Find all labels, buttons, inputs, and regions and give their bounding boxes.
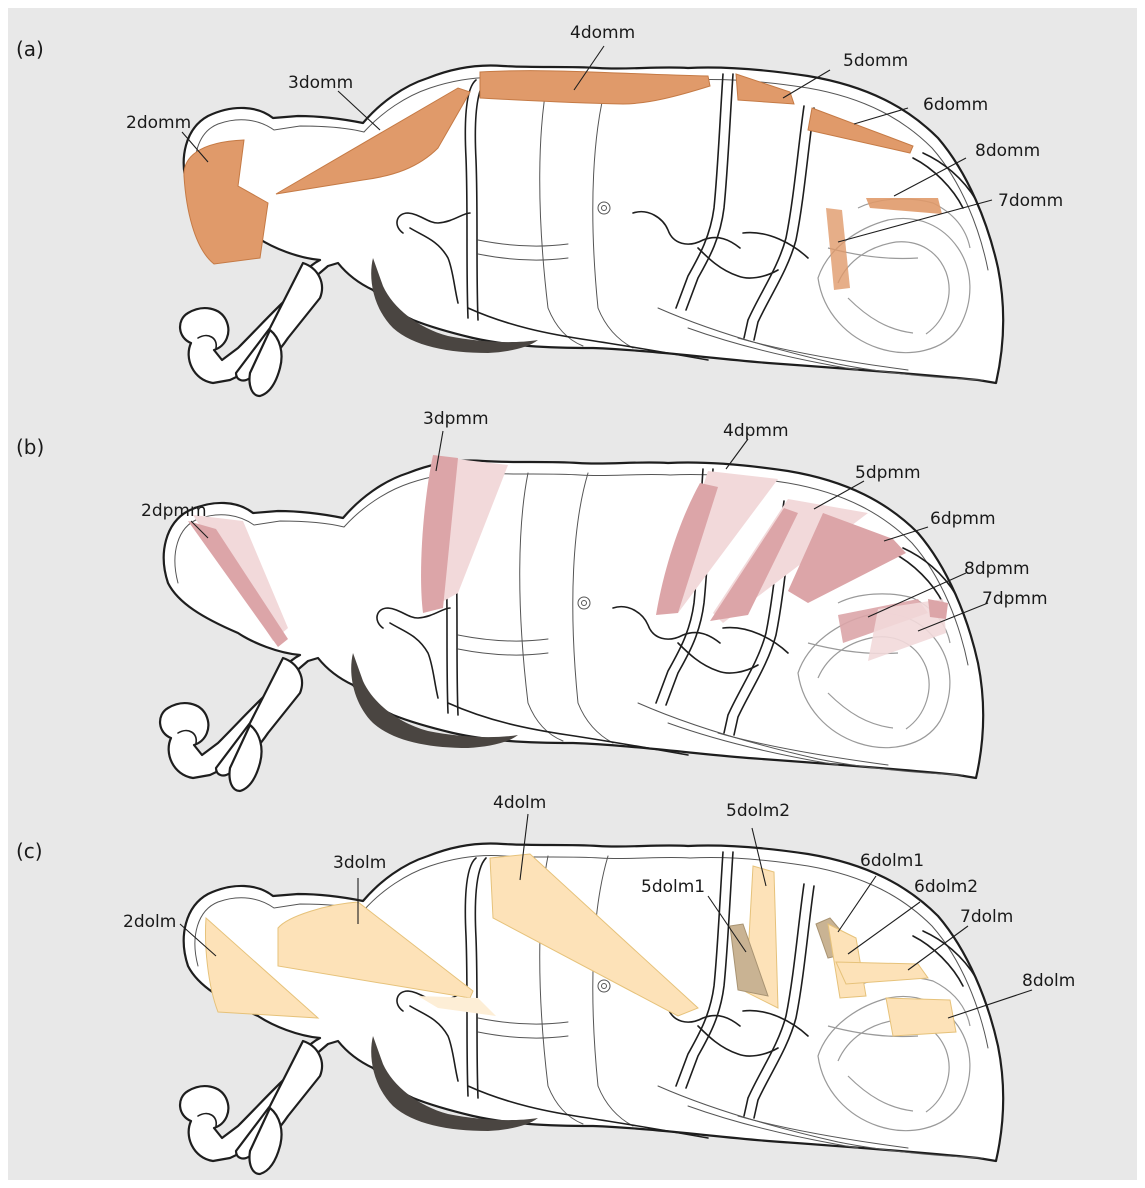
panel-a bbox=[180, 46, 1003, 396]
label-7dolm: 7dolm bbox=[960, 907, 1013, 927]
label-6dolm1: 6dolm1 bbox=[860, 851, 924, 871]
panel-label-b: (b) bbox=[16, 435, 44, 459]
label-6domm: 6domm bbox=[923, 95, 988, 115]
label-6dolm2: 6dolm2 bbox=[914, 877, 978, 897]
panel-label-a: (a) bbox=[16, 37, 44, 61]
panel-label-c: (c) bbox=[16, 839, 43, 863]
muscle-8dolm bbox=[886, 998, 956, 1036]
label-5domm: 5domm bbox=[843, 51, 908, 71]
label-7domm: 7domm bbox=[998, 191, 1063, 211]
panel-b bbox=[160, 431, 988, 791]
label-4domm: 4domm bbox=[570, 23, 635, 43]
label-2dpmm: 2dpmm bbox=[141, 501, 207, 521]
label-4dolm: 4dolm bbox=[493, 793, 546, 813]
label-8dpmm: 8dpmm bbox=[964, 559, 1030, 579]
label-3dpmm: 3dpmm bbox=[423, 409, 489, 429]
label-5dolm2: 5dolm2 bbox=[726, 801, 790, 821]
label-8domm: 8domm bbox=[975, 141, 1040, 161]
label-7dpmm: 7dpmm bbox=[982, 589, 1048, 609]
label-3domm: 3domm bbox=[288, 73, 353, 93]
label-4dpmm: 4dpmm bbox=[723, 421, 789, 441]
label-6dpmm: 6dpmm bbox=[930, 509, 996, 529]
figure-panel-background: (a) 2domm 3domm 4domm 5domm 6domm 8domm … bbox=[8, 8, 1137, 1180]
label-2domm: 2domm bbox=[126, 113, 191, 133]
thorax-diagram: (a) 2domm 3domm 4domm 5domm 6domm 8domm … bbox=[8, 8, 1137, 1180]
label-2dolm: 2dolm bbox=[123, 912, 176, 932]
label-3dolm: 3dolm bbox=[333, 853, 386, 873]
label-8dolm: 8dolm bbox=[1022, 971, 1075, 991]
label-5dpmm: 5dpmm bbox=[855, 463, 921, 483]
label-5dolm1: 5dolm1 bbox=[641, 877, 705, 897]
